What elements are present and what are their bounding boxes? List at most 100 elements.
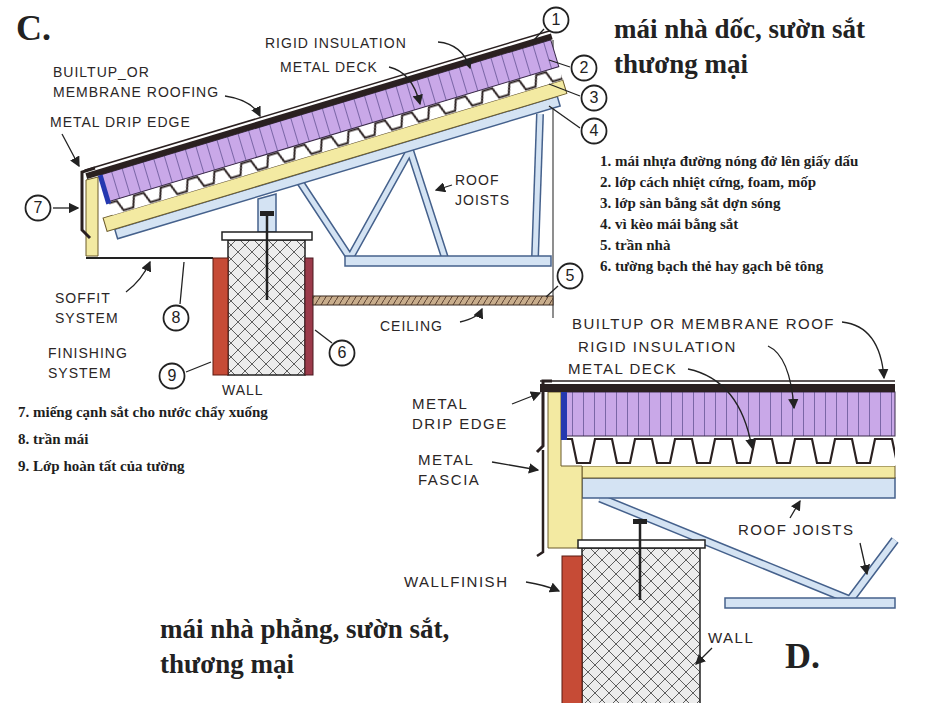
flat-roof-d	[492, 322, 895, 703]
roofing-line	[85, 31, 551, 171]
callout-number: 6	[338, 344, 347, 362]
callout-number: 1	[552, 11, 561, 29]
part-label: METAL DRIP EDGE	[412, 394, 512, 434]
leader-line	[768, 346, 794, 408]
part-label: WALL	[222, 380, 264, 400]
leader-line	[62, 134, 79, 166]
callout-circle: 8	[162, 304, 190, 332]
sloped-roof-c	[53, 29, 580, 375]
circle-shape	[572, 56, 597, 81]
legend-item: 1. mái nhựa đường nóng đở lên giấy dấu	[600, 152, 858, 171]
leader-line	[549, 60, 570, 67]
deck-ground	[566, 436, 895, 466]
rigid-insulation	[566, 392, 895, 436]
callout-circle: 2	[570, 54, 598, 82]
leader-line	[512, 393, 540, 404]
legend-item: 8. trần mái	[18, 430, 88, 449]
wall-lining	[305, 258, 313, 375]
wall-finish	[562, 556, 582, 703]
leader-line	[53, 207, 78, 208]
leader-line	[186, 362, 211, 372]
anchor-bolt	[639, 522, 642, 600]
callout-circle: 7	[24, 194, 52, 222]
leader-line	[526, 582, 559, 591]
callout-number: 2	[580, 59, 589, 77]
nailer	[582, 466, 895, 478]
callout-number: 7	[34, 199, 43, 217]
membrane-roofing	[85, 34, 552, 179]
part-label: ROOF JOISTS	[738, 520, 855, 540]
detail-title: mái nhà dốc, sườn sắt thương mại	[614, 12, 914, 82]
bolt-nut	[260, 211, 274, 216]
callout-circle: 6	[328, 339, 356, 367]
part-label: BUILTUP OR MEMBRANE ROOF	[572, 314, 835, 334]
leader-line	[860, 543, 867, 574]
fascia-block	[86, 177, 98, 256]
leader-line	[315, 330, 332, 343]
part-label: METAL FASCIA	[418, 450, 490, 490]
leader-line	[460, 309, 482, 322]
legend-item: 3. lớp sàn bằng sắt dợn sóng	[600, 194, 780, 213]
leaders-d	[492, 322, 884, 664]
callout-circle: 5	[556, 262, 584, 290]
detail-letter: D.	[785, 636, 820, 676]
callout-number: 3	[590, 89, 599, 107]
part-label: WALLFINISH	[404, 572, 508, 592]
wall-finish	[213, 258, 228, 375]
detail-letter: C.	[16, 8, 51, 48]
leader-line	[534, 29, 544, 40]
membrane-roofing	[540, 384, 895, 392]
circle-shape	[582, 86, 607, 111]
bottom-chord	[725, 598, 895, 608]
leader-line	[842, 322, 884, 378]
part-label: METAL DRIP EDGE	[50, 112, 191, 132]
leader-line	[126, 262, 150, 292]
part-label: RIGID INSULATION	[265, 33, 407, 53]
drip-edge	[537, 381, 552, 452]
anchor-bolt	[266, 214, 269, 300]
leader-line	[549, 106, 580, 128]
circle-shape	[330, 341, 355, 366]
edge-strip	[98, 174, 111, 204]
circle-shape	[160, 364, 185, 389]
circle-shape	[582, 119, 607, 144]
fascia-block	[548, 392, 582, 548]
top-chord	[582, 478, 895, 498]
leader-line	[688, 369, 752, 448]
legend-item: 5. trần nhà	[600, 236, 670, 255]
circle-shape	[164, 306, 189, 331]
callout-circle: 9	[158, 362, 186, 390]
part-label: CEILING	[380, 316, 443, 336]
metal-deck	[566, 436, 895, 466]
part-label: BUILTUP_OR MEMBRANE ROOFING	[53, 62, 233, 102]
leader-line	[438, 42, 470, 68]
part-label: SOFFIT SYSTEM	[55, 288, 150, 328]
part-label: WALL	[708, 628, 754, 648]
metal-fascia	[537, 450, 543, 556]
leader-line	[225, 96, 260, 116]
callout-number: 5	[566, 267, 575, 285]
detail-title: mái nhà phẳng, sườn sắt, thương mại	[160, 612, 505, 682]
part-label: METAL DECK	[280, 57, 378, 77]
legend-item: 6. tường bạch thẻ hay gạch bê tông	[600, 257, 823, 276]
callout-circle: 1	[542, 6, 570, 34]
leader-line	[696, 648, 712, 664]
callout-number: 8	[172, 309, 181, 327]
circle-shape	[26, 196, 51, 221]
web-fill	[535, 114, 540, 258]
top-plate	[578, 540, 705, 548]
leader-line	[790, 501, 800, 518]
callout-circle: 3	[580, 84, 608, 112]
web-outline	[535, 114, 540, 258]
part-label: METAL DECK	[568, 359, 677, 379]
legend-item: 9. Lớp hoàn tất của tường	[18, 457, 184, 476]
drip-edge	[82, 168, 95, 238]
circle-shape	[558, 264, 583, 289]
bottom-chord	[345, 256, 551, 266]
ceiling-board	[313, 296, 553, 305]
edge-strip	[561, 392, 567, 440]
bolt-nut	[633, 519, 647, 524]
legend-item: 2. lớp cách nhiệt cứng, foam, mốp	[600, 173, 816, 192]
